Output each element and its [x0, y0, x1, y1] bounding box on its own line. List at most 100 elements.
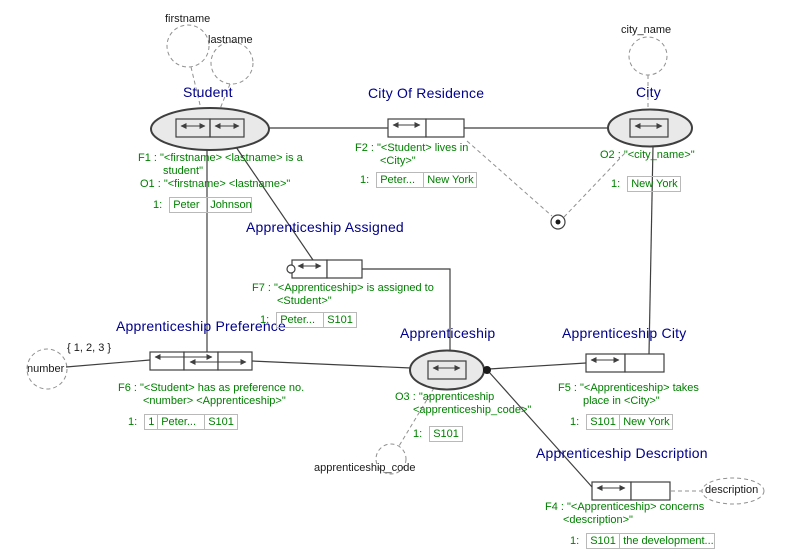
- preference-role-box-1: [149, 351, 185, 371]
- reading-o3: O3 : "apprenticeship <apprenticeship_cod…: [395, 391, 531, 417]
- example-cell: New York: [619, 414, 674, 430]
- apprenticeship-label: Apprenticeship: [400, 325, 496, 341]
- number-value-circle: [26, 348, 68, 390]
- example-cell: the development...: [619, 533, 716, 549]
- row-index: 1:: [153, 199, 163, 211]
- example-cell: S101: [204, 414, 239, 430]
- example-row-f6: 1: 1 Peter... S101: [128, 414, 239, 430]
- row-index: 1:: [360, 174, 370, 186]
- apprenticeship-preference-label: Apprenticeship Preference: [116, 318, 286, 334]
- reading-o1: O1 : "<firstname> <lastname>": [140, 178, 290, 191]
- example-cell: S101: [586, 533, 621, 549]
- preference-apprenticeship-connector: [251, 360, 412, 369]
- city-label: City: [636, 84, 661, 100]
- student-assigned-connector: [235, 146, 314, 261]
- example-cell: Peter...: [157, 414, 206, 430]
- reading-line: F2 : "<Student> lives in: [355, 142, 469, 154]
- city-role-box: [629, 118, 669, 138]
- reading-line: F6 : "<Student> has as preference no.: [118, 382, 305, 394]
- reading-line: O3 : "apprenticeship: [395, 391, 495, 403]
- example-row-f2: 1: Peter... New York: [360, 172, 478, 188]
- row-index: 1:: [570, 416, 580, 428]
- assigned-apprenticeship-connector: [362, 268, 451, 351]
- example-row-o2: 1: New York: [611, 176, 682, 192]
- example-cell: Johnson: [206, 197, 253, 213]
- apprenticeshipcity-role-box-2: [624, 353, 665, 373]
- constraint-dashed-link-left: [466, 140, 553, 217]
- row-index: 1:: [611, 178, 621, 190]
- apprenticeship-description-label: Apprenticeship Description: [536, 445, 708, 461]
- description-label: description: [705, 484, 759, 496]
- city-entity-shape: [607, 108, 693, 148]
- city-name-value-circle: [628, 36, 668, 76]
- example-cell: Peter...: [376, 172, 425, 188]
- example-row-o1: 1: Peter Johnson: [153, 197, 253, 213]
- apprenticeship-role-box: [427, 360, 467, 380]
- example-cell: S101: [586, 414, 621, 430]
- reading-line: student": [163, 165, 203, 177]
- reading-line: <number> <Apprenticeship>": [143, 395, 286, 407]
- reading-f7: F7 : "<Apprenticeship> is assigned to <S…: [252, 282, 434, 308]
- example-cell: New York: [423, 172, 478, 188]
- apprenticeship-city-role-connector: [488, 362, 587, 370]
- example-cell: New York: [627, 176, 682, 192]
- preference-role-box-2: [183, 351, 219, 371]
- number-values-constraint-label: { 1, 2, 3 }: [67, 342, 112, 354]
- row-index: 1:: [413, 428, 423, 440]
- example-cell: Peter...: [276, 312, 325, 328]
- firstname-value-circle: [166, 24, 210, 68]
- reading-line: O2 : "<city_name>": [600, 149, 695, 161]
- reading-line: <description>": [563, 514, 633, 526]
- reading-line: F7 : "<Apprenticeship> is assigned to: [252, 282, 434, 294]
- number-label: number: [27, 363, 65, 375]
- apprenticeshipcity-role-box-1: [585, 353, 626, 373]
- reading-line: O1 : "<firstname> <lastname>": [140, 178, 291, 190]
- reading-line: F5 : "<Apprenticeship> takes: [558, 382, 699, 394]
- firstname-label: firstname: [165, 13, 211, 25]
- reading-f6: F6 : "<Student> has as preference no. <n…: [118, 382, 304, 408]
- apprenticeship-description-role-connector: [488, 371, 593, 488]
- apprenticeship-code-value-circle: [375, 443, 407, 475]
- example-cell: S101: [429, 426, 464, 442]
- example-cell: 1: [144, 414, 159, 430]
- apprenticeshipdescription-role-box-1: [591, 481, 632, 501]
- reading-o2: O2 : "<city_name>": [600, 149, 695, 162]
- apprenticeship-code-dashed-connector: [398, 387, 435, 447]
- lastname-student-dashed-connector: [219, 83, 231, 110]
- city-name-label: city_name: [621, 24, 672, 36]
- apprenticeship-code-label: apprenticeship_code: [314, 462, 416, 474]
- apprenticeship-filled-dot: [483, 366, 491, 374]
- reading-line: <apprenticeship_code>": [413, 404, 532, 416]
- preference-role-box-3: [217, 351, 253, 371]
- reading-line: <City>": [380, 155, 416, 167]
- row-index: 1:: [570, 535, 580, 547]
- city-of-residence-label: City Of Residence: [368, 85, 485, 101]
- reading-line: F1 : "<firstname> <lastname> is a: [138, 152, 303, 164]
- student-role-box-2: [209, 118, 245, 138]
- number-preference-connector: [65, 359, 151, 368]
- example-row-o3: 1: S101: [413, 426, 464, 442]
- reading-f1: F1 : "<firstname> <lastname> is a studen…: [138, 152, 303, 178]
- constraint-dashed-link-right: [563, 151, 627, 218]
- circled-dot-constraint-center: [555, 219, 561, 225]
- cityofresidence-role-box-2: [425, 118, 465, 138]
- example-row-f4: 1: S101 the development...: [570, 533, 716, 549]
- assigned-role-box-2: [326, 259, 363, 279]
- apprenticeship-assigned-label: Apprenticeship Assigned: [246, 219, 404, 235]
- apprenticeship-city-label: Apprenticeship City: [562, 325, 687, 341]
- lastname-label: lastname: [208, 34, 253, 46]
- lastname-value-circle: [210, 41, 254, 85]
- reading-line: F4 : "<Apprenticeship> concerns: [545, 501, 705, 513]
- student-label: Student: [183, 84, 233, 100]
- apprenticeship-entity-shape: [409, 349, 485, 391]
- firstname-student-dashed-connector: [190, 66, 202, 110]
- reading-f4: F4 : "<Apprenticeship> concerns <descrip…: [545, 501, 704, 527]
- reading-line: <Student>": [277, 295, 332, 307]
- row-index: 1:: [260, 314, 270, 326]
- assigned-open-dot: [286, 264, 296, 274]
- city-apprenticeshipcity-connector: [648, 145, 654, 355]
- assigned-role-box-1: [291, 259, 328, 279]
- example-row-f5: 1: S101 New York: [570, 414, 674, 430]
